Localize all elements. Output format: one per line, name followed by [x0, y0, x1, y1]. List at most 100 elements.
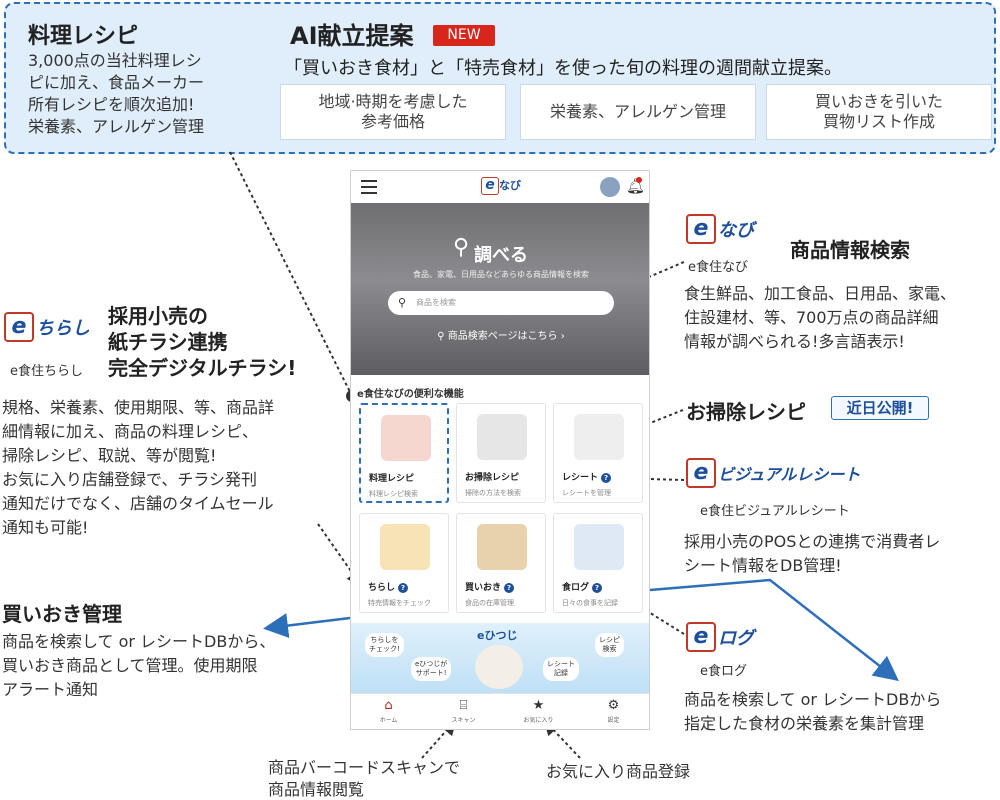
chirashi-desc-line: 通知も可能!: [2, 518, 89, 537]
visual-receipt-sub: e食住ビジュアルレシート: [700, 504, 850, 519]
navi-desc-line: 情報が調べられる!多言語表示!: [684, 332, 905, 351]
recipe-connector: [229, 151, 358, 402]
search-page-link[interactable]: ⚲ 商品検索ページはこちら ›: [437, 331, 565, 342]
e-house-icon: e: [686, 622, 716, 652]
tile-label: 買いおき?: [465, 580, 515, 593]
stock-arrow: [263, 613, 351, 638]
tile-food-log[interactable]: 食ログ? 日々の食事を記録: [553, 513, 643, 613]
feature-shopping-list-box: 買いおきを引いた 買物リスト作成: [766, 84, 992, 140]
nav-label: 設定: [607, 717, 620, 724]
help-icon[interactable]: ?: [592, 583, 603, 593]
chevron-right-icon: ›: [557, 331, 565, 342]
nav-home[interactable]: ⌂ ホーム: [351, 694, 426, 729]
tile-sub: 食品の在庫管理: [465, 599, 514, 607]
navi-desc-line: 食生鮮品、加工食品、日用品、家電、: [684, 284, 957, 303]
spatula-icon: [477, 414, 527, 460]
chirashi-desc-line: 規格、栄養素、使用期限、等、商品詳: [2, 398, 275, 417]
tile-sub: レシートを管理: [562, 489, 611, 497]
hero-title: 調べる: [474, 245, 528, 266]
nav-label: ホーム: [379, 717, 398, 724]
chirashi-heading-line: 採用小売の: [108, 304, 208, 328]
help-icon[interactable]: ?: [601, 473, 612, 483]
cooking-pot-icon: [381, 415, 431, 461]
tile-label: 食ログ?: [562, 580, 603, 593]
promo-banner[interactable]: eひつじ ちらしを チェック! eひつじが サポート! レシピ 検索 レシート …: [351, 623, 649, 693]
tile-sub: 特売情報をチェック: [368, 599, 431, 607]
nav-favorites[interactable]: ★ お気に入り: [501, 694, 576, 729]
nav-scan[interactable]: ⌸ スキャン: [426, 694, 501, 729]
e-house-icon: e: [686, 458, 716, 488]
feature-nutrition-box: 栄養素、アレルゲン管理: [520, 84, 756, 140]
chirashi-desc-line: お気に入り店舗登録で、チラシ発刊: [2, 470, 258, 489]
navi-heading: 商品情報検索: [790, 238, 910, 262]
section-title: e食住なびの便利な機能: [357, 389, 464, 400]
tile-label: 料理レシピ: [369, 474, 415, 484]
recipe-desc-line: 栄養素、アレルゲン管理: [28, 117, 205, 136]
stock-heading: 買いおき管理: [2, 602, 122, 626]
receipt-desc-line: シート情報をDB管理!: [684, 556, 842, 575]
hero-subtitle: 食品、家電、日用品などあらゆる商品情報を検索: [413, 270, 589, 279]
recipe-title: 料理レシピ: [28, 24, 139, 49]
chirashi-heading-line: 紙チラシ連携: [108, 330, 228, 354]
home-icon: ⌂: [384, 698, 393, 713]
receipt-icon: [574, 414, 624, 460]
nav-label: お気に入り: [523, 717, 554, 724]
ai-menu-title: AI献立提案: [290, 22, 414, 50]
scan-desc-line: 商品情報閲覧: [268, 780, 365, 799]
user-avatar-icon[interactable]: [600, 177, 620, 197]
help-icon[interactable]: ?: [398, 583, 409, 593]
e-house-icon: e: [686, 214, 716, 244]
magnifier-icon: ⚲: [453, 235, 470, 260]
coming-soon-badge: 近日公開!: [831, 396, 929, 420]
chirashi-desc-line: 掃除レシピ、取説、等が閲覧!: [2, 446, 217, 465]
tile-cleaning[interactable]: お掃除レシピ 掃除の方法を検索: [456, 403, 546, 503]
log-sub: e食ログ: [700, 664, 747, 679]
burger-chart-icon: [574, 524, 624, 570]
star-icon: ★: [532, 698, 545, 713]
tile-sub: 日々の食事を記録: [562, 599, 618, 607]
cleaning-heading: お掃除レシピ: [686, 400, 806, 424]
receipt-desc-line: 採用小売のPOSとの連携で消費者レ: [684, 532, 941, 551]
scan-connector: [421, 719, 457, 759]
nav-settings[interactable]: ⚙ 設定: [576, 694, 649, 729]
search-hero: ⚲ 調べる 食品、家電、日用品などあらゆる商品情報を検索 ⚲ 商品を検索 ⚲ 商…: [351, 203, 649, 375]
log-desc-line: 商品を検索して or レシートDBから: [684, 690, 942, 709]
flyer-icon: [380, 524, 430, 570]
help-icon[interactable]: ?: [504, 583, 515, 593]
tile-chirashi[interactable]: ちらし? 特売情報をチェック: [359, 513, 449, 613]
recipe-desc-line: ピに加え、食品メーカー: [28, 73, 205, 92]
notification-dot: [636, 177, 642, 183]
search-input[interactable]: ⚲ 商品を検索: [388, 291, 614, 315]
tile-label: ちらし?: [368, 580, 409, 593]
recipe-desc-line: 3,000点の当社料理レシ: [28, 51, 202, 70]
tile-recipe[interactable]: 料理レシピ 料理レシピ検索: [359, 403, 449, 503]
stock-desc-line: 商品を検索して or レシートDBから、: [2, 632, 276, 651]
favorite-desc: お気に入り商品登録: [546, 762, 691, 781]
chirashi-heading-line: 完全デジタルチラシ!: [108, 356, 297, 380]
chirashi-desc-line: 細情報に加え、商品の料理レシピ、: [2, 422, 259, 441]
e-house-icon: e: [481, 177, 499, 195]
tile-label: レシート?: [562, 470, 612, 483]
stock-desc-line: アラート通知: [2, 680, 99, 699]
navi-desc-line: 住設建材、等、700万点の商品詳細: [684, 308, 939, 327]
recipe-desc-line: 所有レシピを順次追加!: [28, 95, 195, 114]
ai-menu-description: 「買いおき食材」と「特売食材」を使った旬の料理の週間献立提案。: [284, 58, 842, 79]
chirashi-desc-line: 通知だけでなく、店舗のタイムセール: [2, 494, 274, 513]
hamburger-menu-icon[interactable]: [361, 180, 377, 194]
ai-menu-panel: 料理レシピ 3,000点の当社料理レシ ピに加え、食品メーカー 所有レシピを順次…: [4, 2, 996, 154]
chirashi-sub: e食住ちらし: [10, 364, 83, 379]
search-icon: ⚲: [437, 331, 448, 342]
tile-receipt[interactable]: レシート? レシートを管理: [553, 403, 643, 503]
cardboard-box-icon: [477, 524, 527, 570]
tile-stock[interactable]: 買いおき? 食品の在庫管理: [456, 513, 546, 613]
tile-label: お掃除レシピ: [465, 473, 520, 483]
scan-desc-line: 商品バーコードスキャンで: [268, 758, 461, 777]
search-placeholder: 商品を検索: [416, 298, 456, 307]
new-badge: NEW: [433, 25, 495, 46]
